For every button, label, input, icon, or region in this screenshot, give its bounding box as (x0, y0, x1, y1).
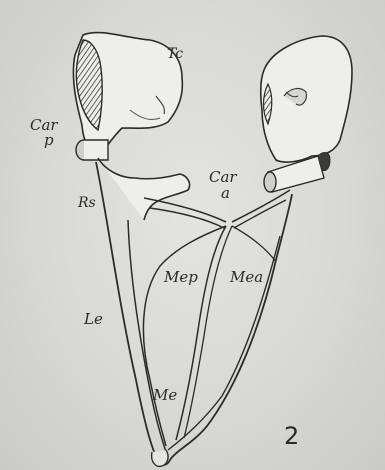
label-mea: Mea (230, 270, 263, 285)
label-le: Le (84, 312, 103, 327)
label-car-a-bottom: a (221, 186, 230, 201)
right-condyle (261, 36, 352, 162)
figure-number: 2 (284, 424, 299, 448)
label-car-a-top: Car (209, 170, 237, 185)
left-process (98, 158, 190, 220)
label-tc: Tc (167, 47, 183, 61)
inner-loop (143, 226, 276, 446)
bottom-knob (152, 450, 168, 466)
label-me: Me (153, 388, 177, 403)
label-car-p-bottom: p (44, 133, 54, 148)
label-mep: Mep (164, 270, 198, 285)
label-rs: Rs (78, 196, 96, 210)
outer-loop (96, 162, 292, 465)
posterior-carotid-stub (76, 140, 108, 160)
